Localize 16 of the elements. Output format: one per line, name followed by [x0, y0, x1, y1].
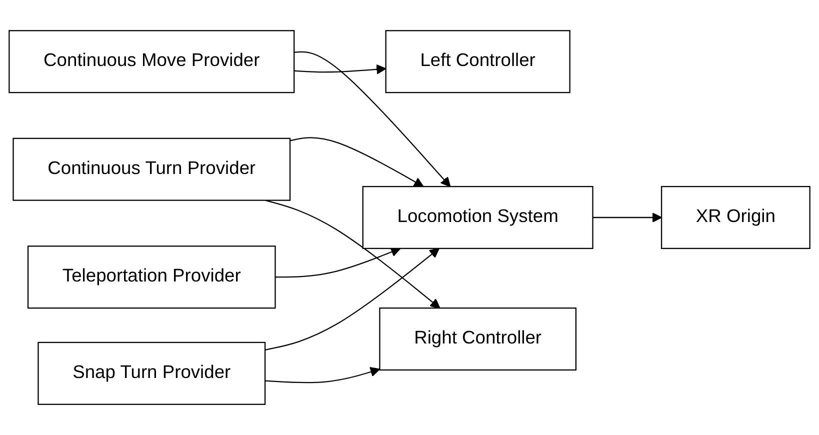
arrow — [290, 137, 424, 187]
arrow — [265, 200, 440, 309]
node-box: Teleportation Provider — [27, 246, 276, 309]
arrow — [592, 212, 662, 223]
node-box: XR Origin — [660, 186, 810, 250]
arrow — [265, 367, 380, 384]
node-box: Left Controller — [385, 30, 570, 94]
arrow — [275, 247, 401, 278]
node-box: Continuous Move Provider — [8, 30, 295, 94]
arrow — [294, 64, 386, 74]
arrow — [264, 248, 440, 350]
node-box: Snap Turn Provider — [38, 342, 266, 405]
node-box: Continuous Turn Provider — [12, 138, 291, 201]
node-box: Right Controller — [379, 308, 576, 371]
node-box: Locomotion System — [362, 186, 594, 250]
arrow — [294, 51, 451, 187]
